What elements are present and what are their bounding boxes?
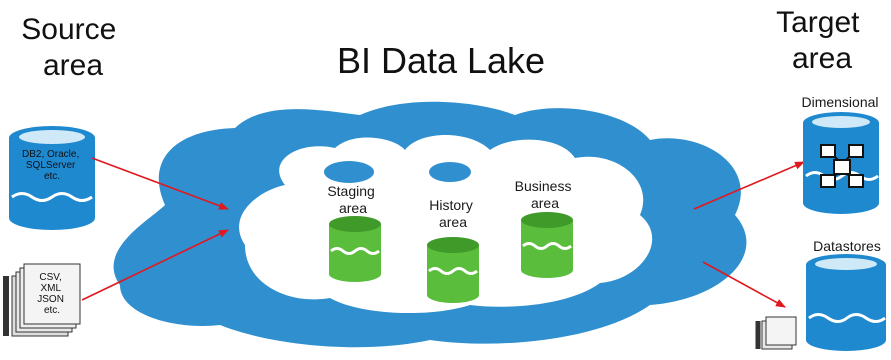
history-area-label: History area: [429, 197, 476, 230]
arrow-lake-to-datastores: [702, 261, 786, 308]
arrow-source-database-to-lake: [91, 157, 229, 210]
source-database-label: DB2, Oracle, SQLServer etc.: [22, 149, 82, 182]
datastore-file-icon: [755, 316, 797, 350]
source-files-label: CSV, XML JSON etc.: [37, 272, 66, 316]
source-area-heading: Source area: [21, 13, 124, 82]
diagram-title: BI Data Lake: [337, 40, 545, 81]
lake-hole: [429, 162, 471, 182]
history-database-icon: [427, 237, 479, 303]
arrow-lake-to-dimensional: [693, 161, 805, 210]
dimensional-label: Dimensional: [801, 94, 878, 110]
staging-area-label: Staging area: [327, 183, 378, 216]
business-database-icon: [521, 212, 573, 278]
staging-database-icon: [329, 216, 381, 282]
target-area-heading: Target area: [776, 6, 868, 75]
business-area-label: Business area: [515, 178, 576, 211]
source-database-icon: [9, 126, 95, 230]
lake-hole: [324, 161, 374, 183]
datastores-label: Datastores: [813, 238, 881, 254]
arrow-source-files-to-lake: [81, 229, 229, 301]
datastores-database-icon: [806, 254, 886, 351]
source-files-icon: [3, 263, 81, 337]
star-schema-icon: [820, 144, 864, 188]
